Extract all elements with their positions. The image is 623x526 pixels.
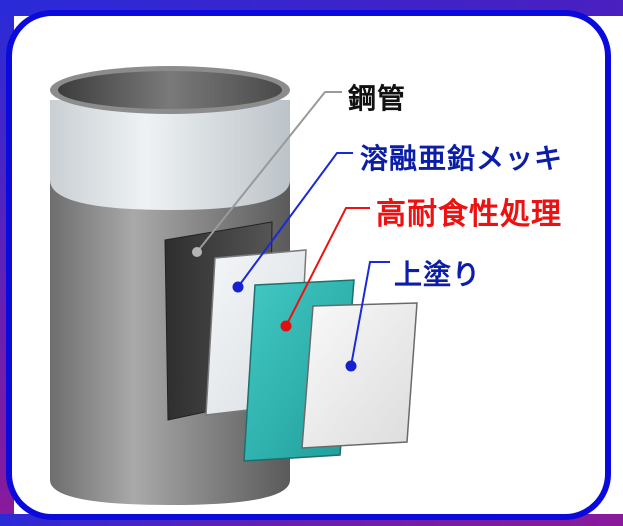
dot-topcoat — [345, 360, 357, 372]
label-steel-pipe: 鋼管 — [348, 82, 407, 115]
label-hot-dip-galvanizing: 溶融亜鉛メッキ — [360, 142, 564, 175]
topcoat-layer-plate — [301, 302, 418, 449]
dot-zinc — [232, 281, 244, 293]
dot-corrosion — [280, 320, 292, 332]
leader-line-steel — [196, 91, 342, 253]
leader-line-topcoat — [350, 261, 390, 367]
dot-steel — [192, 247, 202, 257]
leader-line-zinc — [237, 152, 353, 288]
label-top-coat: 上塗り — [394, 258, 482, 291]
label-high-corrosion-treatment: 高耐食性処理 — [376, 197, 562, 232]
leader-line-corrosion — [285, 207, 370, 327]
